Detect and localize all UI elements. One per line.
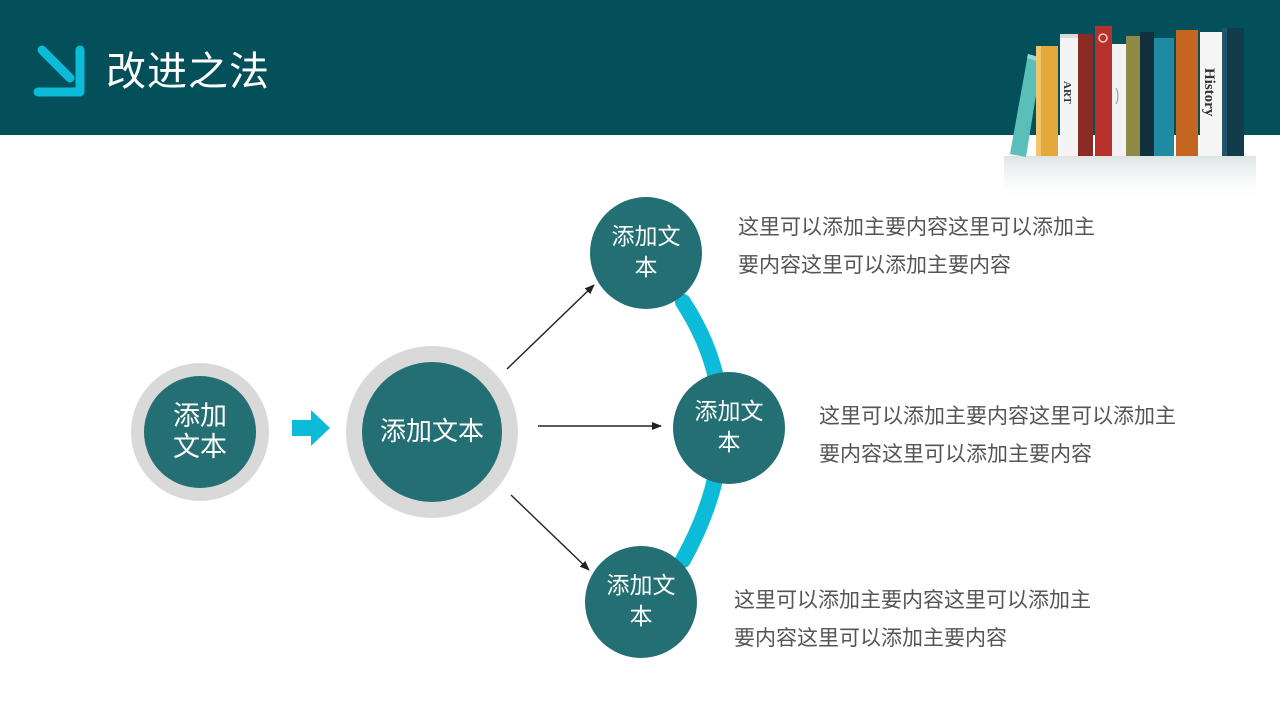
- bookshelf-illustration: ART History: [1004, 26, 1256, 202]
- middle-node-label: 添加文本: [694, 399, 764, 456]
- start-node-label: 添加文本: [173, 401, 227, 463]
- arrow-down-right-icon: [33, 45, 85, 97]
- book-spine-label-history: History: [1201, 68, 1217, 117]
- center-node: [362, 362, 502, 502]
- header-bar: 改进之法 ART History: [0, 0, 1280, 202]
- middle-node: [673, 372, 785, 484]
- block-arrow: [292, 410, 330, 446]
- arrow-to-top: [506, 284, 595, 370]
- arrow-to-bottom: [510, 494, 590, 571]
- bottom-node: [585, 546, 697, 658]
- top-node-label: 添加文本: [611, 224, 681, 281]
- description-middle: 这里可以添加主要内容这里可以添加主 要内容这里可以添加主要内容: [819, 404, 1176, 466]
- top-node: [590, 197, 702, 309]
- page-title: 改进之法: [106, 49, 270, 95]
- description-top: 这里可以添加主要内容这里可以添加主 要内容这里可以添加主要内容: [738, 215, 1095, 277]
- book-spine-label-art: ART: [1061, 81, 1073, 105]
- center-node-label: 添加文本: [379, 416, 484, 447]
- description-bottom: 这里可以添加主要内容这里可以添加主 要内容这里可以添加主要内容: [734, 588, 1091, 650]
- start-node: [144, 376, 256, 488]
- bottom-node-label: 添加文本: [606, 573, 676, 630]
